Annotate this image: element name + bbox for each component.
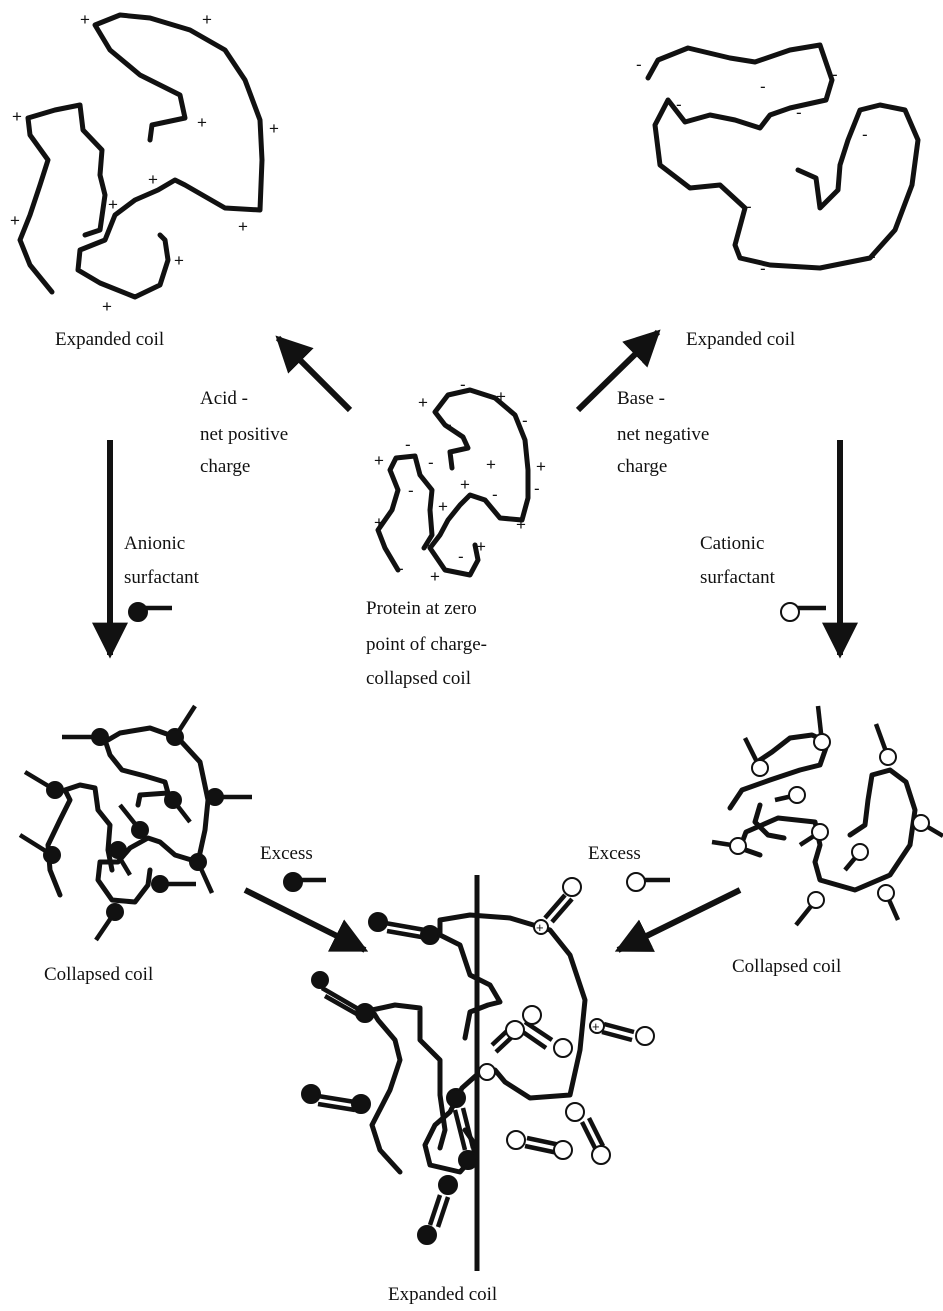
svg-text:-: -: [405, 435, 411, 454]
svg-text:-: -: [424, 535, 430, 554]
svg-text:-: -: [760, 77, 766, 96]
label-expanded-coil-top-right: Expanded coil: [686, 329, 795, 350]
svg-text:-: -: [862, 125, 868, 144]
svg-text:-: -: [796, 103, 802, 122]
svg-text:+: +: [438, 497, 448, 516]
svg-text:+: +: [430, 567, 440, 586]
label-excess-left: Excess: [260, 843, 313, 864]
label-anionic-2: surfactant: [124, 567, 200, 588]
label-cationic-1: Cationic: [700, 533, 764, 554]
expanded-coil-positive: [20, 15, 262, 297]
collapsed-coil-anionic: [20, 706, 252, 940]
expanded-coil-bottom: + +: [302, 875, 654, 1271]
excess-cationic-icon: [627, 873, 670, 891]
svg-text:+: +: [197, 113, 207, 132]
arrow-acid: [278, 338, 350, 410]
arrow-excess-right: [618, 890, 740, 950]
anionic-surfactant-icon: [129, 603, 172, 621]
svg-text:+: +: [516, 515, 526, 534]
label-anionic-1: Anionic: [124, 533, 185, 554]
svg-text:-: -: [492, 485, 498, 504]
svg-text:-: -: [428, 453, 434, 472]
label-protein-2: point of charge-: [366, 634, 487, 655]
svg-text:-: -: [832, 65, 838, 84]
label-expanded-coil-top-left: Expanded coil: [55, 329, 164, 350]
svg-text:-: -: [522, 411, 528, 430]
svg-text:-: -: [398, 559, 404, 578]
svg-text:-: -: [534, 479, 540, 498]
svg-text:+: +: [486, 455, 496, 474]
label-base-2: net negative: [617, 424, 709, 445]
cationic-surfactant-icon: [781, 603, 826, 621]
label-expanded-coil-bottom: Expanded coil: [388, 1284, 497, 1305]
svg-text:+: +: [536, 920, 544, 935]
svg-text:+: +: [460, 475, 470, 494]
svg-text:-: -: [460, 375, 466, 394]
svg-text:-: -: [446, 415, 452, 434]
svg-text:+: +: [174, 251, 184, 270]
svg-text:+: +: [418, 393, 428, 412]
svg-text:+: +: [148, 170, 158, 189]
svg-text:+: +: [12, 107, 22, 126]
label-base-3: charge: [617, 456, 667, 477]
svg-text:-: -: [656, 147, 662, 166]
svg-text:+: +: [592, 1019, 600, 1034]
expanded-coil-negative: [648, 45, 918, 268]
svg-text:+: +: [374, 451, 384, 470]
arrow-excess-left: [245, 890, 365, 950]
svg-text:+: +: [102, 297, 112, 316]
svg-text:+: +: [496, 387, 506, 406]
svg-text:+: +: [536, 457, 546, 476]
label-acid-2: net positive: [200, 424, 288, 445]
svg-text:+: +: [202, 10, 212, 29]
label-protein-3: collapsed coil: [366, 668, 471, 689]
svg-text:+: +: [374, 513, 384, 532]
label-excess-right: Excess: [588, 843, 641, 864]
svg-text:-: -: [746, 197, 752, 216]
svg-text:-: -: [636, 55, 642, 74]
svg-text:+: +: [10, 211, 20, 230]
svg-text:-: -: [408, 481, 414, 500]
svg-text:+: +: [80, 10, 90, 29]
label-acid-3: charge: [200, 456, 250, 477]
label-collapsed-coil-right: Collapsed coil: [732, 956, 841, 977]
charges-center: - + + - - - + - + + + - - - + + + - + - …: [374, 375, 546, 586]
collapsed-coil-cationic: [712, 706, 943, 925]
label-acid-1: Acid -: [200, 388, 248, 409]
label-collapsed-coil-left: Collapsed coil: [44, 964, 153, 985]
svg-text:+: +: [238, 217, 248, 236]
svg-text:-: -: [676, 95, 682, 114]
svg-text:+: +: [269, 119, 279, 138]
charges-top-left: + + + + + + + + + + +: [10, 10, 279, 316]
svg-text:-: -: [760, 259, 766, 278]
svg-text:+: +: [108, 195, 118, 214]
svg-text:-: -: [870, 247, 876, 266]
label-base-1: Base -: [617, 388, 665, 409]
label-cationic-2: surfactant: [700, 567, 776, 588]
svg-text:-: -: [458, 547, 464, 566]
label-protein-1: Protein at zero: [366, 598, 477, 619]
svg-text:+: +: [476, 537, 486, 556]
excess-anionic-icon: [284, 873, 326, 891]
protein-zero-charge-coil: [378, 390, 528, 575]
